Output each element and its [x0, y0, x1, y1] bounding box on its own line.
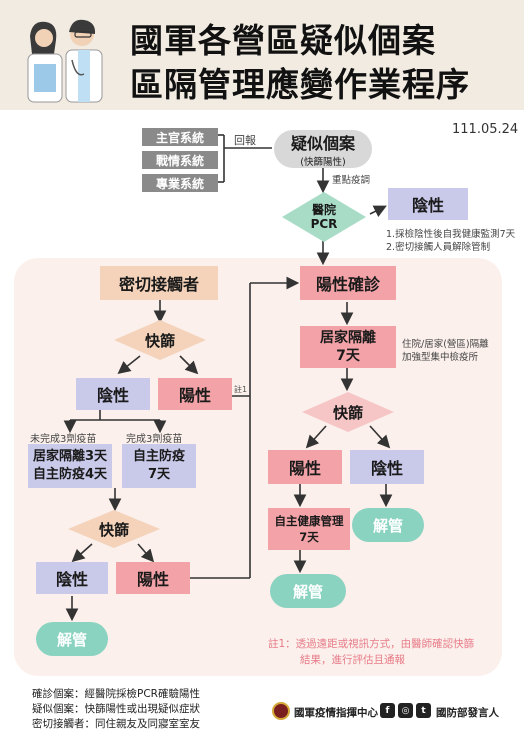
system-ops: 戰情系統: [142, 151, 218, 169]
isolation-b-line2: 7天: [147, 467, 171, 482]
release-node-left: 解管: [36, 622, 108, 656]
report-label: 回報: [234, 134, 256, 147]
doctors-illustration: [27, 19, 103, 103]
suspect-title: 疑似個案: [290, 134, 355, 153]
mnd-emblem-icon: [272, 702, 290, 720]
system-professional: 專業系統: [142, 174, 218, 192]
self-health-line2: 7天: [299, 530, 319, 544]
home-iso-note-1: 住院/居家(營區)隔離: [402, 339, 489, 350]
home-iso-line2: 7天: [336, 348, 360, 364]
release-node-right-a: 解管: [270, 574, 346, 608]
isolation-a-line2: 自主防疫4天: [32, 467, 108, 482]
screen-3-diamond: [302, 392, 394, 432]
screen-2-positive: 陽性: [116, 562, 190, 594]
screen-3-label: 快篩: [332, 403, 363, 422]
twitter-icon[interactable]: t: [416, 703, 431, 718]
pcr-label-line1: 醫院: [311, 203, 336, 217]
home-iso-note-2: 加強型集中檢疫所: [402, 352, 479, 363]
page-title-line-1: 國軍各營區疑似個案: [130, 21, 436, 60]
screen-1-positive: 陽性: [158, 378, 232, 410]
screen-1-diamond: [114, 320, 206, 360]
suspect-subtitle: (快篩陽性): [300, 157, 346, 168]
screen-2-negative: 陰性: [36, 562, 108, 594]
note-1-marker: 註1: [234, 385, 248, 394]
footnote-line-1: 註1：透過遠距或視訊方式，由醫師確認快篩: [268, 638, 475, 650]
isolation-a-line1: 居家隔離3天: [32, 449, 108, 464]
negative-note-2: 2.密切接觸人員解除管制: [386, 242, 491, 253]
screen-2-label: 快篩: [98, 520, 129, 539]
isolation-b-node: 自主防疫 7天: [122, 444, 196, 488]
pcr-negative-node: 陰性: [388, 188, 468, 220]
definition-suspect: 疑似個案：快篩陽性或出現疑似症狀: [32, 703, 200, 715]
screen-3-positive: 陽性: [268, 450, 342, 484]
screen-3-negative: 陰性: [350, 450, 424, 484]
isolation-b-line1: 自主防疫: [132, 449, 185, 464]
prevention-label: 重點疫調: [332, 175, 371, 186]
close-contact-node: 密切接觸者: [100, 266, 218, 300]
screen-1-label: 快篩: [144, 331, 175, 350]
confirmed-positive-node: 陽性確診: [300, 266, 396, 300]
definition-contact: 密切接觸者：同住親友及同寢室室友: [32, 718, 200, 730]
footnote-line-2: 結果，進行評估且通報: [300, 654, 405, 666]
facebook-icon[interactable]: f: [380, 703, 395, 718]
date-label: 111.05.24: [452, 122, 519, 137]
negative-note-1: 1.採檢陰性後自我健康監測7天: [386, 229, 516, 240]
pcr-diamond: [282, 192, 366, 242]
pcr-label: 醫院 PCR: [282, 201, 366, 233]
suspect-case-node: 疑似個案 (快篩陽性): [274, 130, 372, 168]
isolation-a-node: 居家隔離3天 自主防疫4天: [28, 444, 112, 488]
vaccine-complete-label: 完成3劑疫苗: [126, 434, 183, 445]
home-iso-line1: 居家隔離: [320, 330, 376, 346]
system-command: 主官系統: [142, 128, 218, 146]
screen-2-diamond: [68, 510, 160, 548]
page-title-line-2: 區隔管理應變作業程序: [130, 65, 470, 104]
self-health-line1: 自主健康管理: [274, 514, 344, 528]
instagram-icon[interactable]: ◎: [398, 703, 413, 718]
release-node-right-b: 解管: [352, 508, 424, 542]
self-health-node: 自主健康管理 7天: [268, 508, 350, 550]
pcr-label-line2: PCR: [310, 217, 338, 231]
org-name: 國軍疫情指揮中心: [294, 707, 378, 719]
screen-1-negative: 陰性: [76, 378, 150, 410]
definition-confirmed: 確診個案：經醫院採檢PCR確驗陽性: [32, 688, 200, 700]
home-isolation-node: 居家隔離 7天: [300, 326, 396, 368]
vaccine-incomplete-label: 未完成3劑疫苗: [30, 434, 97, 445]
spokesperson-label: 國防部發言人: [436, 707, 499, 719]
